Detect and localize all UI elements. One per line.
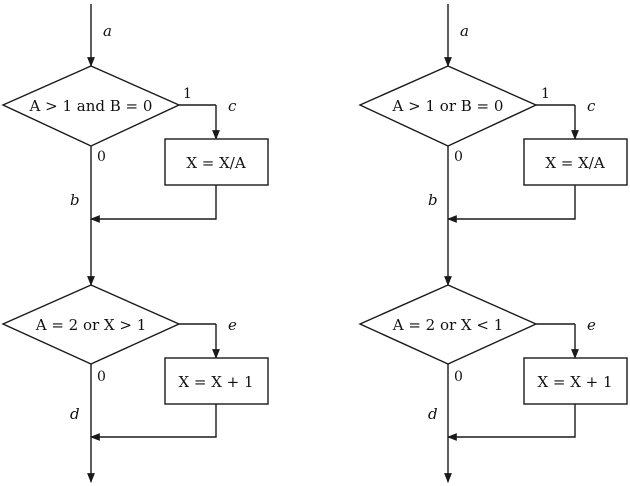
edge-label-b: b [70, 191, 80, 209]
edge-label-d: d [428, 405, 438, 423]
decision-2-false-label: 0 [454, 369, 463, 385]
merge-1-arrow [447, 185, 576, 223]
process-2-box [164, 357, 269, 405]
decision-1-false-label: 0 [454, 149, 463, 165]
decision-1-condition: A > 1 or B = 0 [392, 97, 504, 115]
merge-2-arrow [90, 404, 217, 441]
edge-label-e: e [587, 316, 596, 334]
decision-1-false-label: 0 [97, 149, 106, 165]
edge-label-c: c [228, 97, 237, 115]
process-2-text: X = X + 1 [537, 373, 612, 391]
edge-label-a: a [103, 22, 112, 40]
edge-label-d: d [70, 405, 80, 423]
process-1-box [164, 138, 269, 186]
decision-2-condition: A = 2 or X < 1 [392, 316, 504, 334]
process-2-box [523, 357, 628, 405]
process-2-text: X = X + 1 [178, 373, 253, 391]
flowchart-left: a A > 1 and B = 0 1 c X = X/A 0 b A = 2 … [1, 4, 269, 483]
edge-label-e: e [228, 316, 237, 334]
process-1-text: X = X/A [186, 154, 246, 172]
decision-1-true-label: 1 [183, 86, 192, 102]
flowchart-right: a A > 1 or B = 0 1 c X = X/A 0 b A = 2 o… [358, 4, 628, 483]
process-1-text: X = X/A [545, 154, 605, 172]
decision-1-condition: A > 1 and B = 0 [29, 97, 153, 115]
decision-2-false-label: 0 [97, 369, 106, 385]
merge-2-arrow [447, 404, 576, 441]
edge-label-b: b [428, 191, 438, 209]
decision-1-true-label: 1 [541, 86, 550, 102]
merge-1-arrow [90, 185, 217, 223]
edge-label-c: c [587, 97, 596, 115]
decision-2-condition: A = 2 or X > 1 [35, 316, 147, 334]
edge-label-a: a [460, 22, 469, 40]
